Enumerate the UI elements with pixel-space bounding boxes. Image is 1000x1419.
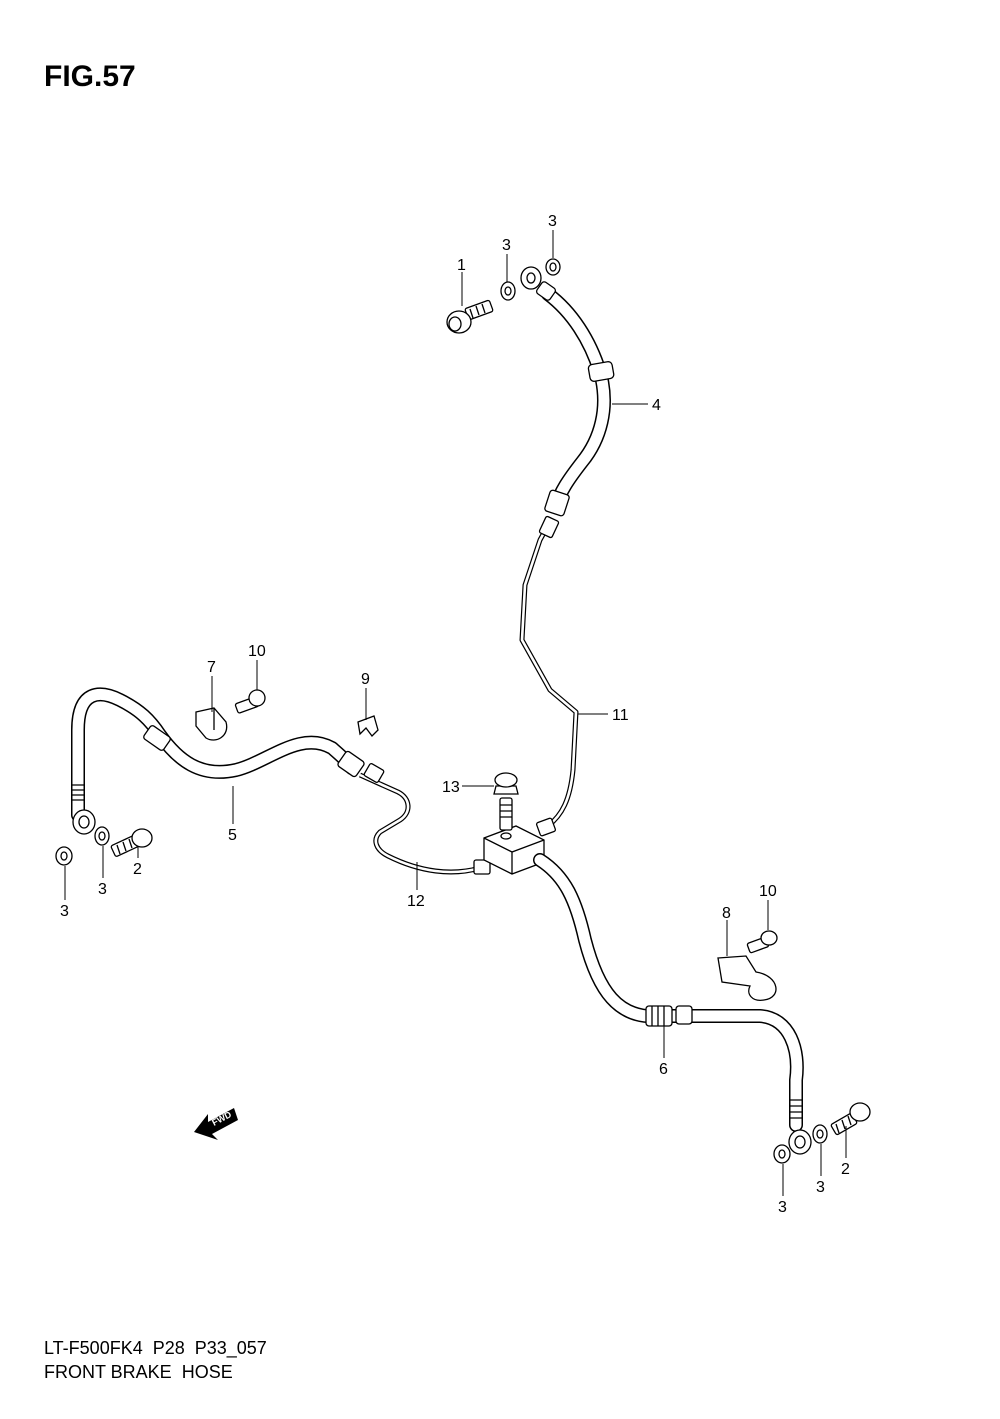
model-code: LT-F500FK4 P28 P33_057 [44, 1338, 267, 1358]
callout-3-top-right: 3 [548, 213, 557, 230]
callout-6: 6 [659, 1061, 668, 1078]
callout-9: 9 [361, 671, 370, 688]
callout-3-left-outer: 3 [60, 903, 69, 920]
leader-lines [64, 230, 847, 1196]
callout-2-left: 2 [133, 861, 142, 878]
part-2-bolt-left [110, 828, 153, 857]
callout-5: 5 [228, 827, 237, 844]
figure-title: FIG.57 [44, 60, 136, 93]
part-10-bolt-right [746, 930, 778, 954]
callout-3-top-left: 3 [502, 237, 511, 254]
callout-12: 12 [407, 893, 425, 910]
callout-3-left-inner: 3 [98, 881, 107, 898]
part-10-bolt-left [234, 689, 266, 714]
part-11-brake-pipe [519, 515, 579, 837]
part-5-left-hose [71, 687, 365, 835]
fwd-arrow-icon: FWD [194, 1108, 238, 1140]
part-8-clamp [717, 955, 777, 1001]
callout-10-right: 10 [759, 883, 777, 900]
part-6-right-hose [533, 853, 812, 1155]
part-13-bolt [493, 772, 519, 831]
callout-7: 7 [207, 659, 216, 676]
callout-13: 13 [442, 779, 460, 796]
part-1-union-bolt [446, 299, 494, 334]
part-2-bolt-right [830, 1102, 871, 1136]
callout-10-left: 10 [248, 643, 266, 660]
callout-3-right-outer: 3 [778, 1199, 787, 1216]
callout-2-right: 2 [841, 1161, 850, 1178]
part-junction-block [483, 825, 545, 875]
diagram-name: FRONT BRAKE HOSE [44, 1362, 233, 1382]
callout-11: 11 [612, 707, 629, 724]
part-12-short-pipe [358, 763, 491, 875]
part-7-clamp [195, 707, 228, 741]
callout-1: 1 [457, 257, 466, 274]
callout-4: 4 [652, 397, 661, 414]
part-4-upper-hose [520, 266, 615, 517]
callout-8: 8 [722, 905, 731, 922]
part-9-clip [357, 715, 379, 737]
callout-3-right-inner: 3 [816, 1179, 825, 1196]
